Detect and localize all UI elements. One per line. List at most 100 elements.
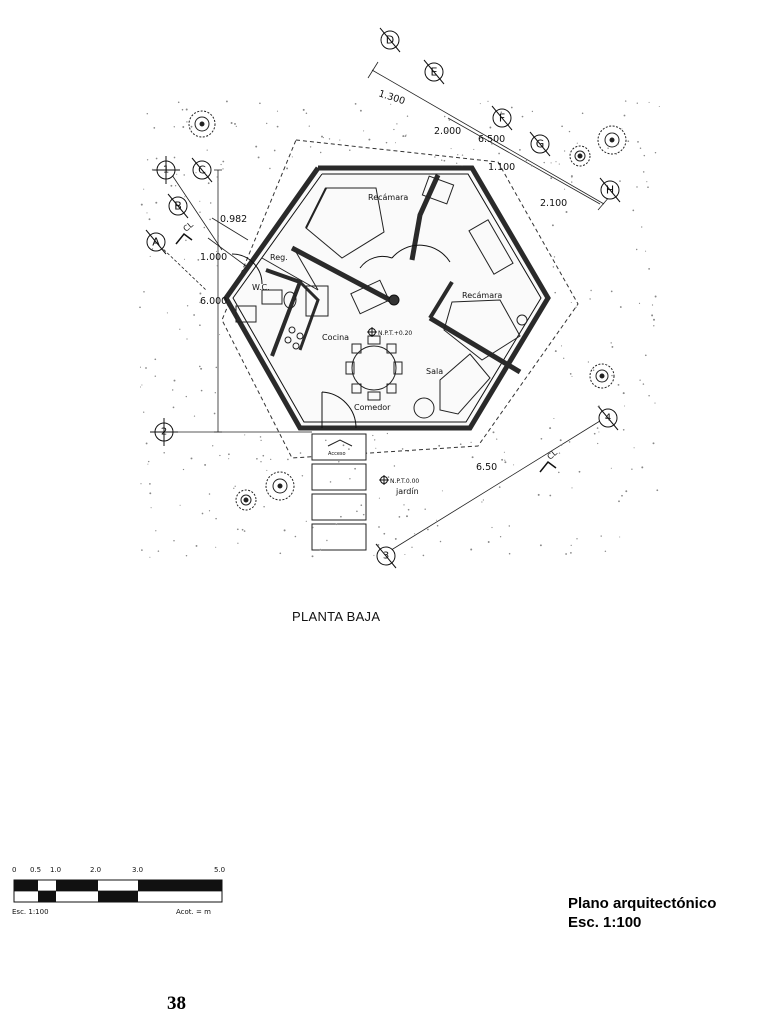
stipple-dot: [481, 501, 483, 503]
stipple-dot: [565, 553, 567, 555]
stipple-dot: [551, 224, 554, 227]
stipple-dot: [319, 151, 322, 154]
floor-plan-drawing: 1.300 2.000 6.500 1.100 2.100 0.982 1.00…: [139, 27, 660, 569]
stipple-dot: [552, 266, 555, 268]
stipple-dot: [199, 211, 201, 213]
stipple-dot: [407, 508, 410, 511]
stipple-dot: [199, 324, 201, 327]
stipple-dot: [329, 481, 332, 483]
page-number: 38: [167, 993, 186, 1014]
sheet-title-line1: Plano arquitectónico: [568, 895, 717, 912]
stipple-dot: [143, 411, 145, 413]
stipple-dot: [170, 184, 173, 187]
stipple-dot: [406, 515, 408, 518]
stipple-dot: [491, 526, 493, 529]
stipple-dot: [262, 454, 265, 457]
stipple-dot: [531, 147, 533, 149]
stipple-dot: [427, 528, 429, 531]
bed-recamara-2: [443, 219, 528, 361]
stipple-dot: [610, 290, 613, 293]
stipple-dot: [183, 174, 185, 176]
trees: [188, 110, 627, 511]
stipple-dot: [155, 201, 158, 204]
stipple-dot: [255, 145, 258, 148]
stipple-dot: [558, 452, 561, 454]
kitchen-fixtures: [235, 279, 390, 350]
svg-text:F: F: [499, 112, 505, 125]
stipple-dot: [461, 165, 463, 167]
stipple-dot: [561, 125, 563, 128]
stipple-dot: [266, 469, 268, 471]
stipple-dot: [217, 181, 219, 183]
stipple-dot: [185, 395, 187, 398]
stipple-dot: [215, 546, 217, 548]
svg-text:1: 1: [163, 165, 169, 176]
stipple-dot: [597, 442, 599, 445]
stipple-dot: [362, 522, 364, 525]
stipple-dot: [492, 431, 495, 434]
stipple-dot: [173, 539, 175, 542]
cut-mark-2: CL: [539, 448, 559, 473]
stipple-dot: [611, 132, 613, 134]
stipple-dot: [148, 218, 151, 221]
stipple-dot: [611, 345, 614, 348]
stipple-dot: [555, 161, 557, 163]
axis-f: F: [491, 105, 513, 131]
stipple-dot: [456, 162, 458, 164]
stipple-dot: [487, 541, 490, 543]
stipple-dot: [140, 483, 142, 485]
room-sala: Sala: [426, 367, 443, 376]
stipple-dot: [396, 123, 398, 125]
stipple-dot: [565, 211, 568, 213]
stipple-dot: [213, 412, 216, 415]
stipple-dot: [559, 439, 562, 442]
stipple-dot: [394, 537, 397, 540]
stipple-dot: [204, 463, 207, 466]
stipple-dot: [404, 135, 407, 137]
stipple-dot: [636, 186, 638, 188]
stipple-dot: [600, 535, 602, 537]
stipple-dot: [641, 226, 643, 228]
stipple-dot: [501, 458, 504, 461]
stipple-dot: [305, 520, 307, 522]
stipple-dot: [279, 552, 282, 555]
stipple-dot: [139, 366, 142, 368]
stipple-dot: [619, 180, 621, 182]
stipple-dot: [402, 135, 405, 138]
stipple-dot: [222, 160, 225, 163]
stipple-dot: [395, 142, 396, 144]
sheet-title-line2: Esc. 1:100: [568, 914, 642, 931]
stipple-dot: [624, 405, 626, 407]
stipple-dot: [393, 128, 395, 131]
stipple-dot: [654, 402, 656, 404]
stipple-dot: [498, 152, 500, 155]
stipple-dot: [500, 111, 503, 114]
stipple-dot: [354, 467, 356, 470]
stipple-dot: [653, 325, 655, 327]
stipple-dot: [186, 305, 189, 307]
stipple-dot: [269, 167, 271, 170]
stipple-dot: [422, 554, 425, 557]
stipple-dot: [151, 248, 154, 250]
stipple-dot: [571, 177, 573, 179]
dim-2000: 2.000: [434, 126, 461, 137]
room-cocina: Cocina: [322, 333, 349, 342]
scale-tick-5: 5.0: [214, 866, 225, 874]
stipple-dot: [648, 101, 650, 103]
stipple-dot: [487, 100, 489, 102]
stipple-dot: [638, 302, 641, 304]
stipple-dot: [639, 379, 641, 381]
stipple-dot: [141, 384, 143, 386]
stipple-dot: [157, 550, 160, 552]
stipple-dot: [179, 504, 181, 506]
stipple-dot: [404, 553, 406, 556]
level-marker-interior: N.P.T.+0.20: [367, 327, 412, 337]
axis-4: 4: [597, 405, 619, 431]
stipple-dot: [554, 291, 556, 294]
room-comedor: Comedor: [354, 403, 391, 412]
stipple-dot: [139, 306, 141, 309]
dim-650: 6.50: [476, 462, 497, 473]
stipple-dot: [243, 530, 246, 532]
stipple-dot: [181, 108, 184, 111]
stipple-dot: [348, 448, 350, 450]
